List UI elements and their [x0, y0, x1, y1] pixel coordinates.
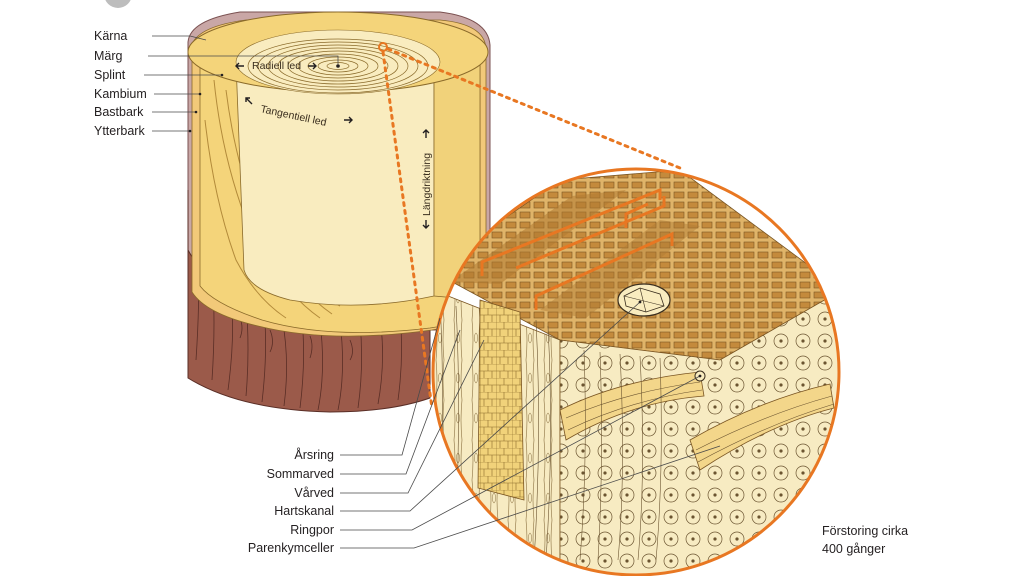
- label-cambium: Kambium: [94, 87, 147, 101]
- label-pith: Märg: [94, 49, 123, 63]
- label-latewood: Sommarved: [267, 467, 334, 481]
- micro-label-leaders: [340, 300, 721, 549]
- arrow-up-icon: [422, 129, 430, 138]
- pith: [336, 64, 340, 68]
- magnification-note: Förstoring cirka 400 gånger: [822, 524, 908, 556]
- label-leaders: [144, 35, 339, 133]
- label-annual-ring: Årsring: [294, 447, 334, 462]
- summerwood-band-top: [450, 190, 626, 284]
- label-ring-pore: Ringpor: [290, 523, 334, 537]
- longitudinal-direction-label: Längdriktning: [421, 153, 433, 216]
- label-inner-bark: Bastbark: [94, 105, 144, 119]
- magnifier-ring: [431, 167, 841, 576]
- micro-structure-labels: Årsring Sommarved Vårved Hartskanal Ring…: [248, 300, 721, 555]
- label-outer-bark: Ytterbark: [94, 124, 145, 138]
- radial-direction-label: Radiell led: [252, 60, 301, 72]
- magnification-connectors: [378, 42, 682, 410]
- label-parenchyma-cells: Parenkymceller: [248, 541, 334, 555]
- arrow-down-icon: [422, 220, 430, 229]
- label-heartwood: Kärna: [94, 29, 127, 43]
- magnification-line-2: 400 gånger: [822, 542, 885, 556]
- section-brackets: [480, 187, 674, 310]
- structure-labels: Kärna Märg Splint Kambium Bastbark Ytter…: [94, 29, 339, 138]
- arrow-left-icon: [235, 62, 244, 70]
- log-illustration: Radiell led Tangentiell led Längdriktnin…: [187, 11, 491, 413]
- arrow-right-icon: [344, 116, 353, 124]
- corner-button-fragment: [105, 0, 131, 8]
- magnification-line-1: Förstoring cirka: [822, 524, 908, 538]
- label-earlywood: Vårved: [294, 486, 334, 500]
- label-resin-canal: Hartskanal: [274, 504, 334, 518]
- wood-rays: [559, 371, 835, 471]
- arrow-right-icon: [308, 62, 317, 70]
- label-sapwood: Splint: [94, 68, 126, 82]
- resin-canal: [617, 283, 671, 317]
- arrow-up-icon: [245, 97, 253, 105]
- springwood-cells: [477, 299, 525, 501]
